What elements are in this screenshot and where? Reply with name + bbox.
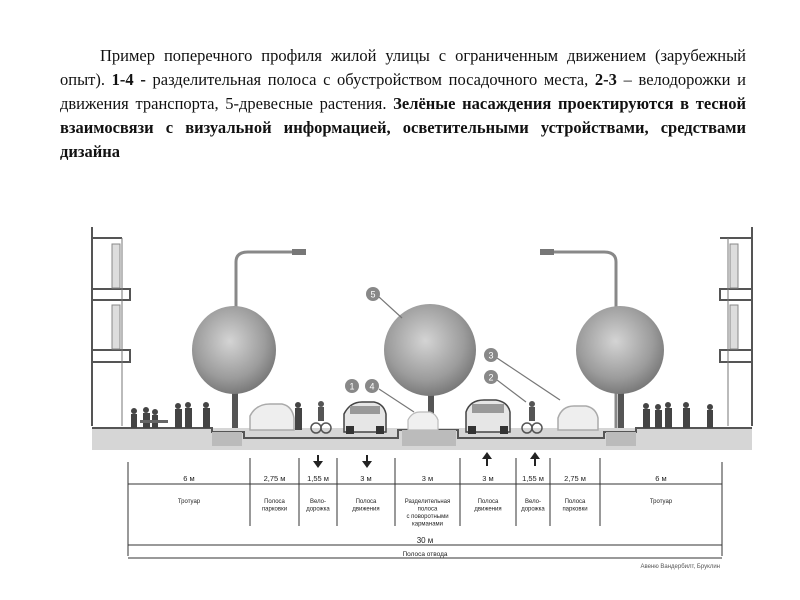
parked-car-right bbox=[557, 405, 599, 431]
car-lane-left bbox=[343, 401, 387, 434]
caption-part3: – велодорожки и движения транспорта, 5-д… bbox=[60, 70, 747, 113]
callout-label-4: 4 bbox=[369, 382, 374, 392]
segment-labels: 6 м Тротуар 2,75 м Полоса парковки 1,55 м Вело… bbox=[178, 474, 673, 528]
callout-1-4: 1 4 bbox=[345, 379, 415, 413]
caption-ref-2-3: 2-3 bbox=[594, 70, 617, 89]
arrow-up-icon bbox=[482, 452, 492, 466]
segment-label: парковки bbox=[562, 507, 587, 513]
segment-width: 2,75 м bbox=[264, 474, 286, 483]
caption-part1: Пример поперечного профиля жилой улицы с… bbox=[60, 46, 746, 89]
caption-ref-1-4: 1-4 - bbox=[111, 70, 146, 89]
callout-2: 2 bbox=[484, 370, 527, 403]
car-behind-median bbox=[407, 411, 439, 431]
pedestrians-left bbox=[131, 402, 302, 430]
segment-dividers bbox=[249, 458, 601, 526]
segment-width: 3 м bbox=[360, 474, 371, 483]
tree-left bbox=[192, 306, 276, 428]
segment-width: 1,55 м bbox=[522, 474, 544, 483]
parked-car-left bbox=[249, 403, 295, 431]
segment-width: 1,55 м bbox=[307, 474, 329, 483]
left-building bbox=[91, 227, 131, 426]
cyclist-right bbox=[521, 401, 543, 434]
callout-label-5: 5 bbox=[370, 290, 375, 300]
tree-right bbox=[576, 306, 664, 428]
arrow-down-icon bbox=[362, 455, 372, 468]
segment-label: Вело- bbox=[525, 499, 541, 505]
callout-3: 3 bbox=[484, 348, 561, 401]
segment-label: Тротуар bbox=[178, 499, 201, 505]
callout-5: 5 bbox=[366, 287, 403, 319]
figure-caption: Пример поперечного профиля жилой улицы с… bbox=[60, 44, 746, 164]
segment-label: карманами bbox=[412, 522, 443, 528]
caption-bold-tail: Зелёные насаждения проектируются в тесно… bbox=[60, 94, 746, 161]
segment-label: парковки bbox=[262, 507, 287, 513]
total-width: 30 м bbox=[417, 536, 434, 545]
segment-label: с поворотными bbox=[406, 514, 448, 520]
segment-width: 6 м bbox=[183, 474, 194, 483]
image-credit: Авеню Вандербилт, Бруклин bbox=[640, 564, 720, 570]
segment-width: 2,75 м bbox=[564, 474, 586, 483]
caption-part2: разделительная полоса с обустройством по… bbox=[145, 70, 595, 89]
segment-label: Полоса bbox=[478, 499, 499, 505]
segment-label: Полоса bbox=[264, 499, 285, 505]
total-label: Полоса отвода bbox=[402, 551, 447, 558]
segment-label: дорожка bbox=[306, 507, 330, 513]
segment-label: движения bbox=[474, 507, 501, 513]
right-building bbox=[719, 227, 753, 426]
dimension-lines bbox=[127, 462, 723, 559]
segment-width: 3 м bbox=[482, 474, 493, 483]
segment-label: дорожка bbox=[521, 507, 545, 513]
segment-label: Вело- bbox=[310, 499, 326, 505]
cyclist-left bbox=[310, 401, 332, 434]
street-light-right bbox=[540, 249, 618, 428]
segment-label: полоса bbox=[418, 507, 438, 513]
segment-width: 6 м bbox=[655, 474, 666, 483]
segment-width: 3 м bbox=[422, 474, 433, 483]
segment-label: Разделительная bbox=[405, 499, 451, 505]
pedestrians-right bbox=[643, 402, 713, 428]
segment-label: Тротуар bbox=[650, 499, 673, 505]
segment-label: Полоса bbox=[565, 499, 586, 505]
car-lane-right bbox=[465, 399, 511, 434]
callout-label-3: 3 bbox=[488, 351, 493, 361]
callout-label-2: 2 bbox=[488, 373, 493, 383]
segment-label: Полоса bbox=[356, 499, 377, 505]
street-light-left bbox=[234, 249, 306, 428]
segment-label: движения bbox=[352, 507, 379, 513]
direction-arrows bbox=[313, 452, 540, 468]
arrow-down-icon bbox=[313, 455, 323, 468]
arrow-up-icon bbox=[530, 452, 540, 466]
callout-label-1: 1 bbox=[349, 382, 354, 392]
street-surface bbox=[92, 427, 752, 450]
tree-median bbox=[384, 304, 476, 430]
